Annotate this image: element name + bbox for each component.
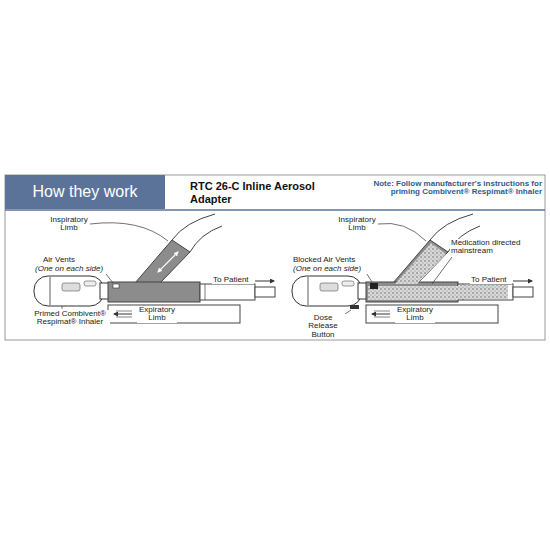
direction-label: To Patient	[212, 276, 254, 284]
part-label: Inspiratory Limb	[48, 216, 90, 233]
part-label: Dose Release Button	[300, 314, 346, 339]
part-label: Primed Combivent® Respimat® Inhaler	[30, 310, 110, 327]
part-label: Expiratory Limb	[137, 306, 177, 323]
banner-heading: How they work	[33, 183, 138, 201]
part-label: Expiratory Limb	[395, 306, 435, 323]
part-note: (One on each side)	[292, 265, 368, 273]
direction-label: To Patient	[470, 276, 512, 284]
header-banner: How they work	[5, 175, 165, 209]
part-label: Inspiratory Limb	[336, 216, 378, 233]
part-note: (One on each side)	[34, 265, 110, 273]
diagram-title: RTC 26-C Inline Aerosol Adapter	[190, 180, 350, 205]
note-text: Note: Follow manufacturer's instructions…	[360, 180, 543, 197]
part-label: Blocked Air Vents	[292, 256, 368, 264]
part-label: Medication directed mainstream	[450, 239, 534, 256]
part-label: Air Vents	[42, 256, 92, 264]
